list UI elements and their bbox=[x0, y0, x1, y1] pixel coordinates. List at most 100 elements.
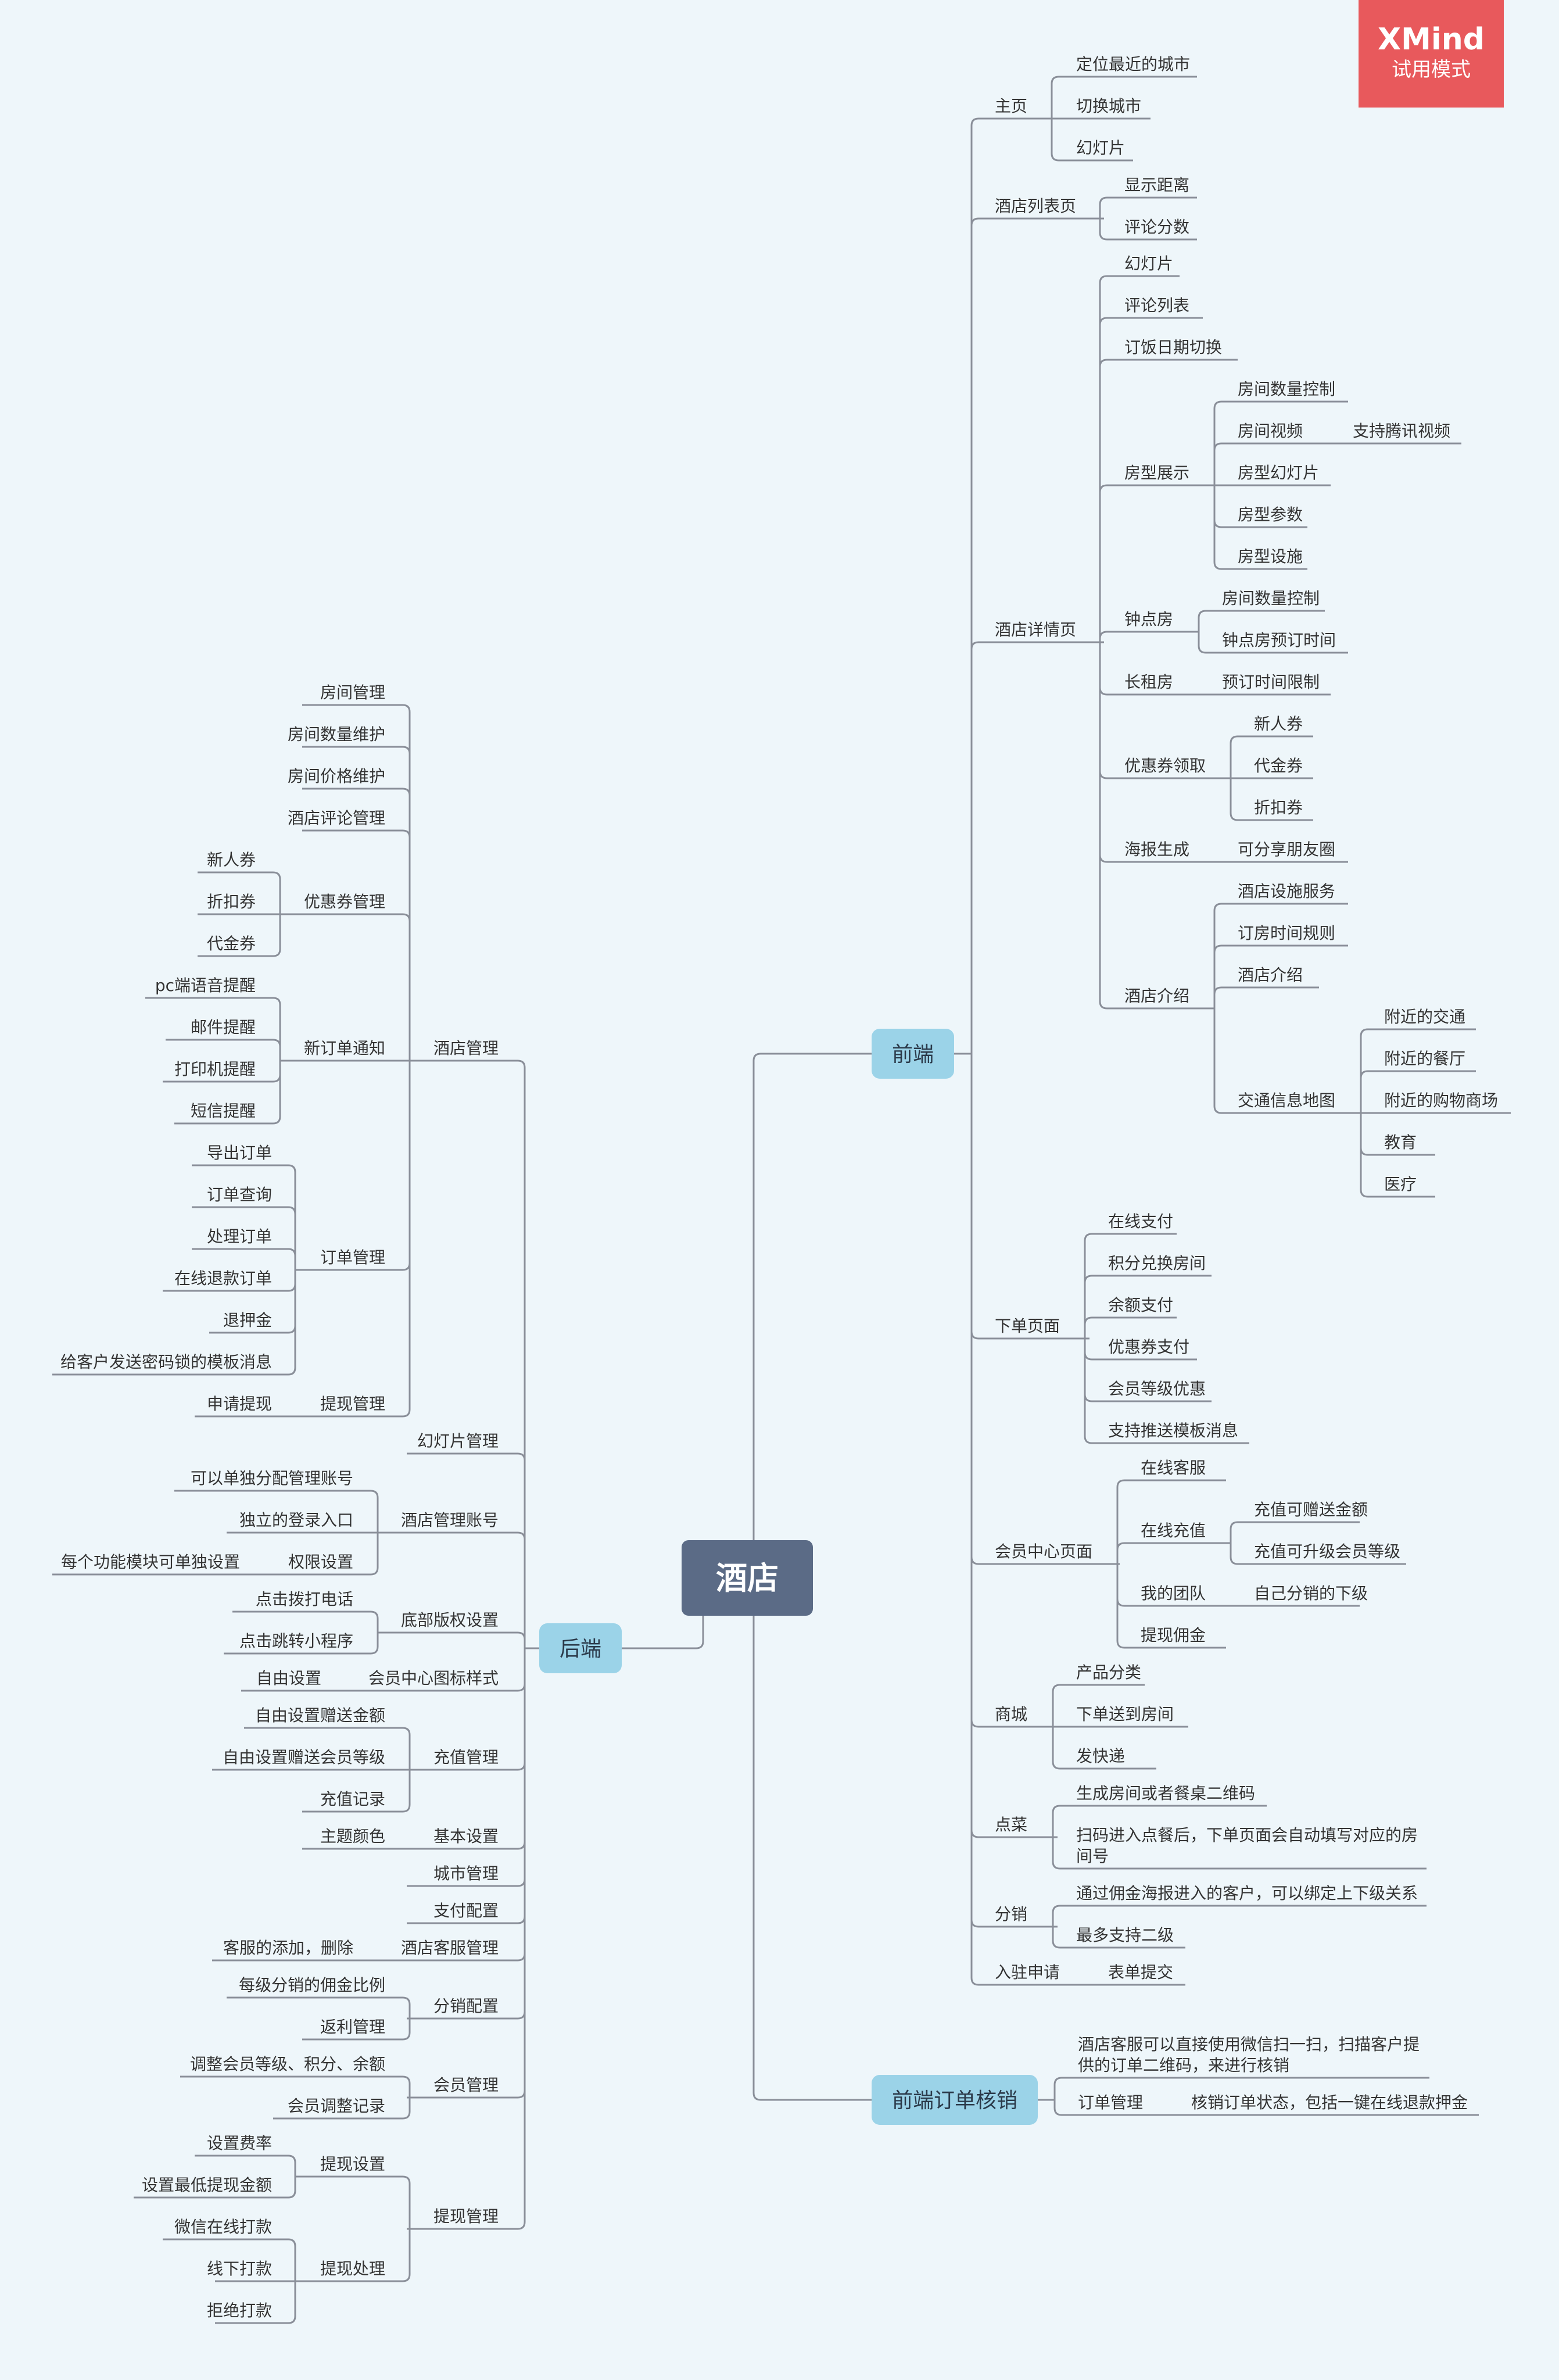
topic-notify-sms[interactable]: 短信提醒 bbox=[191, 1101, 256, 1121]
topic-dish-scan[interactable]: 扫码进入点餐后，下单页面会自动填写对应的房 bbox=[1076, 1826, 1418, 1845]
branch-backend[interactable]: 后端 bbox=[539, 1623, 622, 1673]
topic-pay-balance[interactable]: 余额支付 bbox=[1108, 1295, 1173, 1315]
topic-withdraw-mgmt-2[interactable]: 提现管理 bbox=[433, 2207, 499, 2226]
topic-recharge-mgmt[interactable]: 充值管理 bbox=[433, 1748, 499, 1767]
topic-room-display[interactable]: 房型展示 bbox=[1124, 463, 1189, 482]
topic-new-order-notify[interactable]: 新订单通知 bbox=[304, 1039, 385, 1058]
topic-member-withdraw[interactable]: 提现佣金 bbox=[1141, 1626, 1206, 1645]
topic-coupon-newuser[interactable]: 新人券 bbox=[1254, 714, 1303, 733]
topic-basic-settings[interactable]: 基本设置 bbox=[433, 1827, 499, 1846]
topic-service-add-remove[interactable]: 客服的添加，删除 bbox=[223, 1938, 353, 1957]
topic-hotel-account[interactable]: 酒店管理账号 bbox=[401, 1511, 499, 1530]
topic-poster-share[interactable]: 可分享朋友圈 bbox=[1238, 840, 1335, 859]
topic-hourly-time[interactable]: 钟点房预订时间 bbox=[1222, 631, 1336, 650]
topic-member-service[interactable]: 在线客服 bbox=[1141, 1458, 1206, 1477]
topic-coupon-discount[interactable]: 折扣券 bbox=[1254, 798, 1303, 817]
topic-dist-ratio[interactable]: 每级分销的佣金比例 bbox=[239, 1975, 385, 1995]
topic-home[interactable]: 主页 bbox=[995, 96, 1027, 116]
topic-room-count[interactable]: 房间数量控制 bbox=[1238, 380, 1335, 399]
topic-map-transit[interactable]: 附近的交通 bbox=[1384, 1007, 1465, 1026]
topic-city-mgmt[interactable]: 城市管理 bbox=[433, 1864, 499, 1883]
topic-room-count-mgmt[interactable]: 房间数量维护 bbox=[288, 725, 385, 744]
topic-shop-category[interactable]: 产品分类 bbox=[1076, 1663, 1141, 1682]
topic-account-permission[interactable]: 权限设置 bbox=[288, 1552, 353, 1572]
topic-room-params[interactable]: 房型参数 bbox=[1238, 505, 1303, 524]
topic-coupon[interactable]: 优惠券领取 bbox=[1124, 756, 1206, 775]
topic-member-mgmt[interactable]: 会员管理 bbox=[433, 2075, 499, 2095]
topic-notify-email[interactable]: 邮件提醒 bbox=[191, 1018, 256, 1037]
topic-shop-express[interactable]: 发快递 bbox=[1076, 1746, 1125, 1766]
topic-verify-scan[interactable]: 酒店客服可以直接使用微信扫一扫，扫描客户提 bbox=[1078, 2035, 1420, 2054]
topic-longstay[interactable]: 长租房 bbox=[1124, 672, 1173, 692]
topic-dish-qrcode[interactable]: 生成房间或者餐桌二维码 bbox=[1076, 1784, 1255, 1803]
topic-recharge-mgmt-amount[interactable]: 自由设置赠送金额 bbox=[255, 1706, 385, 1725]
topic-intro-map[interactable]: 交通信息地图 bbox=[1238, 1091, 1335, 1110]
topic-withdraw-min[interactable]: 设置最低提现金额 bbox=[142, 2175, 272, 2195]
topic-home-locate[interactable]: 定位最近的城市 bbox=[1076, 55, 1190, 74]
topic-shop-deliver-room[interactable]: 下单送到房间 bbox=[1076, 1705, 1174, 1724]
root-node[interactable]: 酒店 bbox=[682, 1540, 813, 1616]
topic-recharge-upgrade[interactable]: 充值可升级会员等级 bbox=[1254, 1542, 1400, 1561]
topic-pay-push[interactable]: 支持推送模板消息 bbox=[1108, 1421, 1238, 1440]
topic-dist-config[interactable]: 分销配置 bbox=[433, 1996, 499, 2016]
topic-withdraw-mgmt-1[interactable]: 提现管理 bbox=[320, 1394, 385, 1413]
topic-coupon-mgmt-new[interactable]: 新人券 bbox=[207, 850, 256, 869]
topic-member-adjust-log[interactable]: 会员调整记录 bbox=[288, 2096, 385, 2116]
topic-coupon-mgmt-discount[interactable]: 折扣券 bbox=[207, 892, 256, 911]
topic-home-slides[interactable]: 幻灯片 bbox=[1076, 138, 1125, 158]
topic-review-mgmt[interactable]: 酒店评论管理 bbox=[288, 808, 385, 828]
branch-frontend-verify[interactable]: 前端订单核销 bbox=[872, 2075, 1038, 2125]
topic-dish[interactable]: 点菜 bbox=[995, 1815, 1027, 1834]
topic-map-mall[interactable]: 附近的购物商场 bbox=[1384, 1091, 1498, 1110]
topic-order-deposit[interactable]: 退押金 bbox=[223, 1311, 272, 1330]
topic-map-medical[interactable]: 医疗 bbox=[1384, 1175, 1417, 1194]
topic-list-distance[interactable]: 显示距离 bbox=[1124, 176, 1189, 195]
topic-hotel-mgmt[interactable]: 酒店管理 bbox=[433, 1039, 499, 1058]
topic-withdraw-reject[interactable]: 拒绝打款 bbox=[207, 2301, 272, 2320]
topic-verify-order[interactable]: 订单管理 bbox=[1078, 2093, 1143, 2112]
topic-poster[interactable]: 海报生成 bbox=[1124, 840, 1189, 859]
topic-member-icon-free[interactable]: 自由设置 bbox=[256, 1669, 321, 1688]
topic-dist-two-levels[interactable]: 最多支持二级 bbox=[1076, 1926, 1174, 1945]
topic-room-video-tencent[interactable]: 支持腾讯视频 bbox=[1353, 421, 1450, 441]
topic-recharge-mgmt-level[interactable]: 自由设置赠送会员等级 bbox=[223, 1748, 385, 1767]
topic-list[interactable]: 酒店列表页 bbox=[995, 196, 1076, 216]
topic-coupon-mgmt-cash[interactable]: 代金券 bbox=[207, 934, 256, 953]
topic-hourly-count[interactable]: 房间数量控制 bbox=[1222, 589, 1320, 608]
topic-apply-form[interactable]: 表单提交 bbox=[1108, 1963, 1173, 1982]
topic-withdraw-settings[interactable]: 提现设置 bbox=[320, 2154, 385, 2174]
topic-withdraw-wechat[interactable]: 微信在线打款 bbox=[174, 2217, 272, 2236]
topic-copyright-miniapp[interactable]: 点击跳转小程序 bbox=[239, 1631, 353, 1651]
branch-frontend[interactable]: 前端 bbox=[872, 1029, 954, 1079]
topic-order-handle[interactable]: 处理订单 bbox=[207, 1227, 272, 1246]
topic-map-education[interactable]: 教育 bbox=[1384, 1133, 1417, 1152]
topic-pay-points[interactable]: 积分兑换房间 bbox=[1108, 1254, 1206, 1273]
topic-intro[interactable]: 酒店介绍 bbox=[1124, 986, 1189, 1005]
topic-slides-mgmt[interactable]: 幻灯片管理 bbox=[417, 1431, 499, 1451]
topic-permission-module[interactable]: 每个功能模块可单独设置 bbox=[61, 1552, 240, 1572]
topic-withdraw-offline[interactable]: 线下打款 bbox=[207, 2259, 272, 2278]
topic-hourly[interactable]: 钟点房 bbox=[1124, 610, 1173, 629]
topic-intro-facilities[interactable]: 酒店设施服务 bbox=[1238, 882, 1335, 901]
topic-recharge-mgmt-record[interactable]: 充值记录 bbox=[320, 1790, 385, 1809]
topic-verify-order-refund[interactable]: 核销订单状态，包括一键在线退款押金 bbox=[1191, 2093, 1468, 2112]
topic-member-team[interactable]: 我的团队 bbox=[1141, 1584, 1206, 1603]
topic-home-switch-city[interactable]: 切换城市 bbox=[1076, 96, 1141, 116]
topic-room-video[interactable]: 房间视频 bbox=[1238, 421, 1303, 441]
topic-account-assign[interactable]: 可以单独分配管理账号 bbox=[191, 1469, 353, 1488]
topic-detail-slides[interactable]: 幻灯片 bbox=[1124, 254, 1173, 273]
topic-order-export[interactable]: 导出订单 bbox=[207, 1143, 272, 1162]
topic-room-facilities[interactable]: 房型设施 bbox=[1238, 547, 1303, 566]
topic-pay-coupon[interactable]: 优惠券支付 bbox=[1108, 1337, 1189, 1357]
topic-map-restaurant[interactable]: 附近的餐厅 bbox=[1384, 1049, 1465, 1068]
topic-pay-online[interactable]: 在线支付 bbox=[1108, 1212, 1173, 1231]
topic-service-mgmt[interactable]: 酒店客服管理 bbox=[401, 1938, 499, 1957]
topic-shop[interactable]: 商城 bbox=[995, 1705, 1027, 1724]
topic-notify-pc[interactable]: pc端语音提醒 bbox=[155, 976, 256, 995]
topic-detail-reviews[interactable]: 评论列表 bbox=[1124, 296, 1189, 315]
topic-distribution[interactable]: 分销 bbox=[995, 1905, 1027, 1924]
topic-order-page[interactable]: 下单页面 bbox=[995, 1316, 1060, 1336]
topic-longstay-limit[interactable]: 预订时间限制 bbox=[1222, 672, 1320, 692]
topic-order-query[interactable]: 订单查询 bbox=[207, 1185, 272, 1204]
topic-member-center[interactable]: 会员中心页面 bbox=[995, 1542, 1092, 1561]
